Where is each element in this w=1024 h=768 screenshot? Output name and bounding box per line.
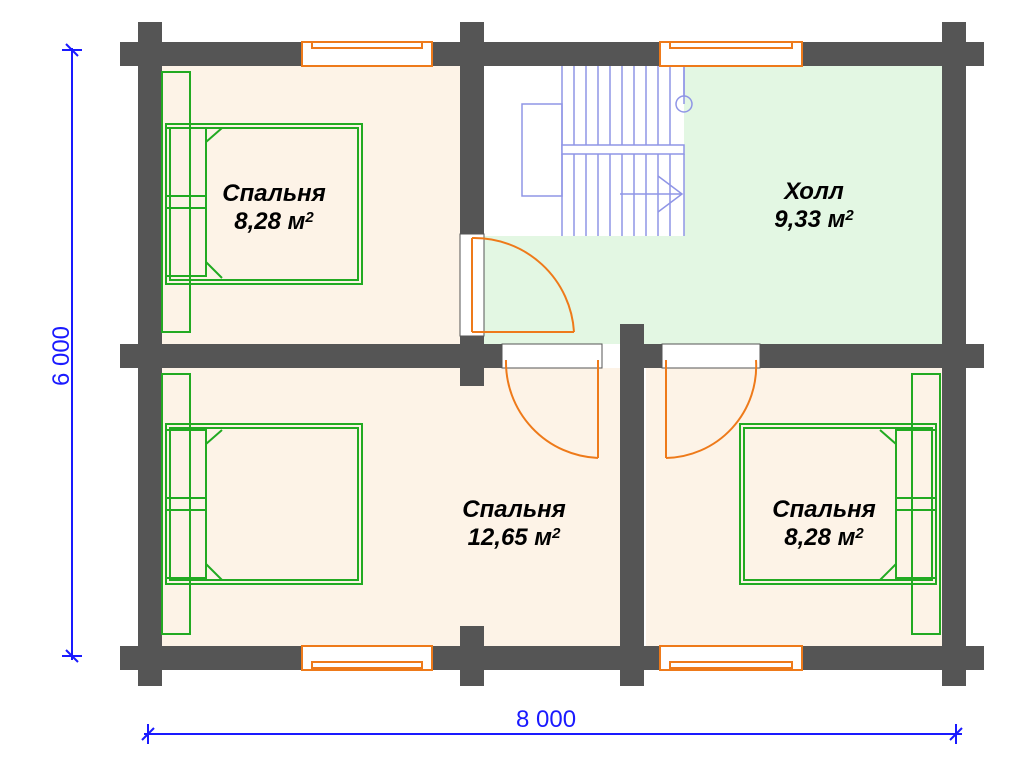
bedroom-bottom-right-floor <box>646 368 942 646</box>
area-unit-power: 2 <box>845 207 854 224</box>
room-label-bedroom-bottom-center: Спальня 12,65 м2 <box>432 496 596 552</box>
bed-bottom-right <box>739 373 941 635</box>
room-area: 8,28 м <box>234 208 306 235</box>
room-name: Спальня <box>772 496 876 523</box>
width-dimension-label: 8 000 <box>516 706 577 733</box>
height-dimension-label: 6 000 <box>48 325 75 387</box>
area-unit-power: 2 <box>552 525 561 542</box>
bedroom-bottom-center-floor <box>162 368 622 646</box>
bed-top-left <box>161 71 363 333</box>
room-name: Спальня <box>462 496 566 523</box>
walls <box>120 22 984 686</box>
room-label-hall: Холл 9,33 м2 <box>734 178 894 234</box>
area-unit-power: 2 <box>855 525 864 542</box>
bed-bottom-center <box>161 373 363 635</box>
bedroom-top-left-floor <box>162 66 460 344</box>
windows <box>301 41 803 671</box>
dimension-lines <box>62 43 963 744</box>
area-unit-power: 2 <box>305 209 314 226</box>
room-area: 9,33 м <box>774 206 846 233</box>
doors <box>471 236 758 459</box>
staircase <box>484 66 693 236</box>
room-name: Спальня <box>222 180 326 207</box>
room-area: 8,28 м <box>784 524 856 551</box>
room-area: 12,65 м <box>467 524 553 551</box>
room-label-bedroom-bottom-right: Спальня 8,28 м2 <box>746 496 902 552</box>
room-name: Холл <box>784 178 844 205</box>
room-label-bedroom-top-left: Спальня 8,28 м2 <box>196 180 352 236</box>
